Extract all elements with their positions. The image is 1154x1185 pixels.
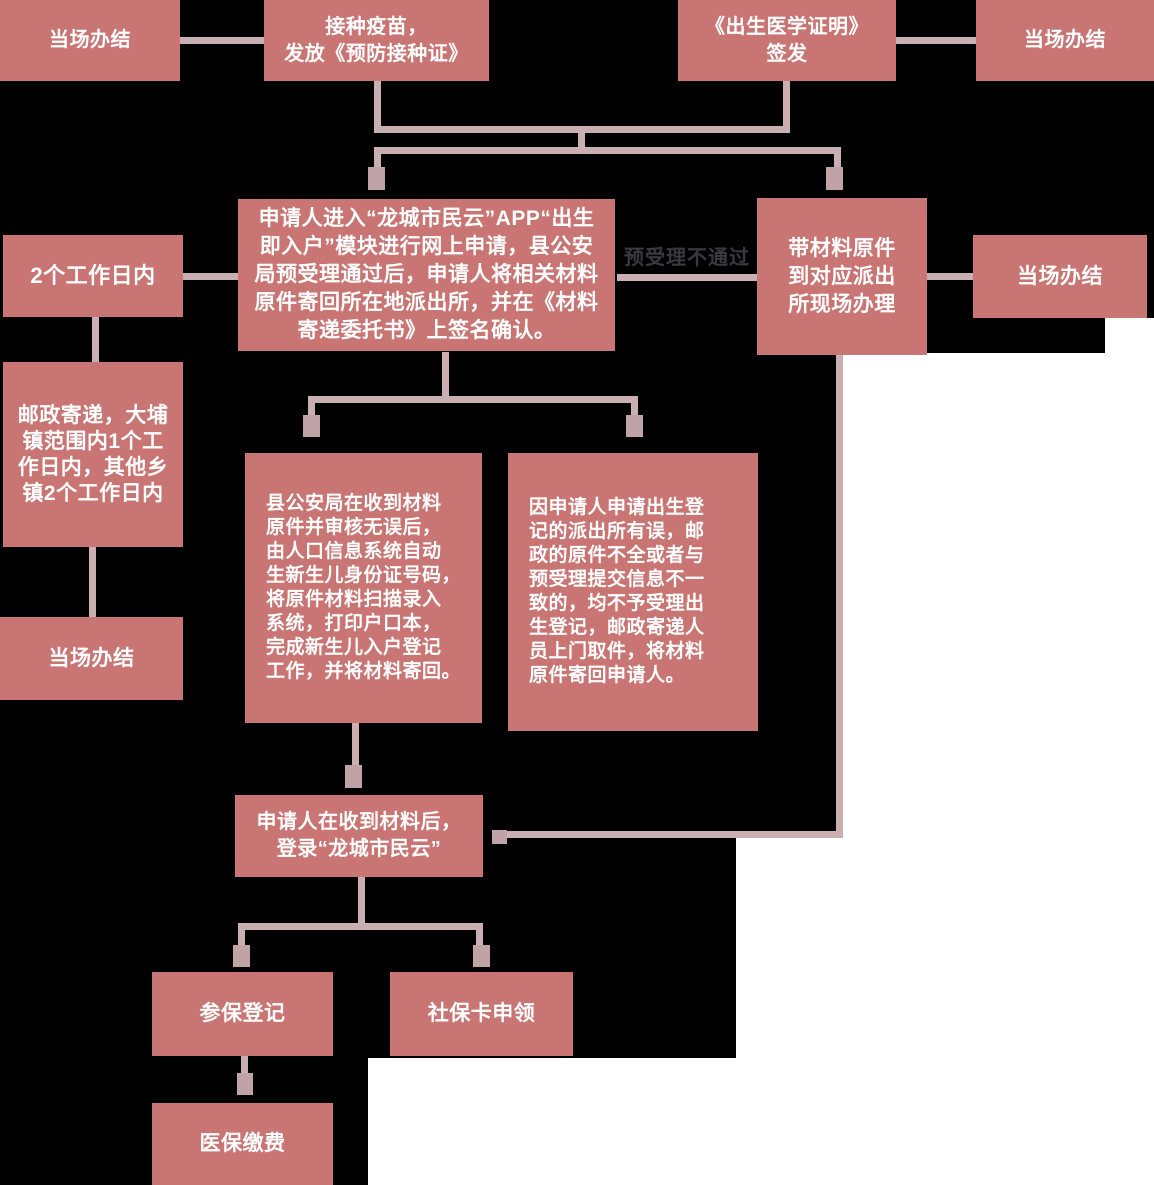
connector-line	[617, 274, 757, 281]
connector-line	[834, 154, 841, 169]
node-onsite-complete-right: 当场办结	[973, 235, 1147, 318]
node-medical-payment: 医保缴费	[152, 1103, 333, 1185]
connector-square	[473, 945, 490, 967]
connector-square	[626, 415, 643, 437]
connector-square	[826, 167, 843, 190]
node-onsite-complete-top-left: 当场办结	[0, 0, 180, 81]
connector-square	[233, 945, 250, 967]
node-vaccination: 接种疫苗， 发放《预防接种证》	[264, 0, 489, 81]
connector-square	[303, 415, 320, 437]
connector-line	[374, 81, 381, 133]
connector-line	[836, 355, 843, 833]
node-postal-delivery: 邮政寄递，大埔 镇范围内1个工 作日内，其他乡 镇2个工作日内	[3, 362, 183, 547]
node-onsite-complete-top-right: 当场办结	[976, 0, 1154, 81]
connector-line	[476, 930, 483, 946]
connector-line	[308, 403, 315, 416]
connector-line	[92, 317, 99, 362]
connector-square	[237, 1073, 253, 1095]
connector-line	[374, 154, 381, 169]
node-receive-materials: 申请人在收到材料后， 登录“龙城市民云”	[235, 795, 483, 877]
connector-line	[374, 126, 790, 133]
connector-line	[352, 720, 359, 766]
connector-line	[783, 81, 790, 133]
connector-square	[345, 765, 362, 788]
connector-line	[89, 547, 96, 617]
node-birth-certificate: 《出生医学证明》 签发	[678, 0, 896, 81]
connector-line	[374, 147, 841, 154]
connector-line	[505, 831, 843, 838]
connector-square	[492, 830, 507, 844]
connector-line	[308, 396, 638, 403]
connector-line	[442, 352, 449, 398]
connector-line	[241, 1056, 248, 1074]
connector-line	[927, 273, 973, 280]
connector-line	[180, 37, 264, 44]
node-police-processing: 县公安局在收到材料 原件并审核无误后， 由人口信息系统自动 生新生儿身份证号码，…	[245, 453, 482, 723]
connector-line	[631, 403, 638, 416]
edge-label-pre-review-failed: 预受理不通过	[624, 247, 750, 269]
connector-line	[578, 133, 585, 153]
node-rejection-return: 因申请人申请出生登 记的派出所有误，邮 政的原件不全或者与 预受理提交信息不一 …	[508, 453, 758, 731]
connector-line	[896, 37, 976, 44]
connector-line	[238, 930, 245, 946]
node-social-card: 社保卡申领	[390, 972, 573, 1056]
node-online-application: 申请人进入“龙城市民云”APP“出生即入户”模块进行网上申请，县公安局预受理通过…	[238, 199, 615, 351]
connector-square	[368, 167, 385, 190]
node-two-working-days: 2个工作日内	[3, 235, 183, 317]
node-bring-materials: 带材料原件 到对应派出 所现场办理	[757, 198, 927, 355]
connector-line	[183, 273, 238, 280]
connector-line	[358, 877, 365, 924]
node-insurance-registration: 参保登记	[152, 972, 333, 1056]
node-onsite-complete-left: 当场办结	[0, 617, 183, 700]
background-white-patch	[368, 1058, 1154, 1185]
connector-line	[238, 923, 483, 930]
